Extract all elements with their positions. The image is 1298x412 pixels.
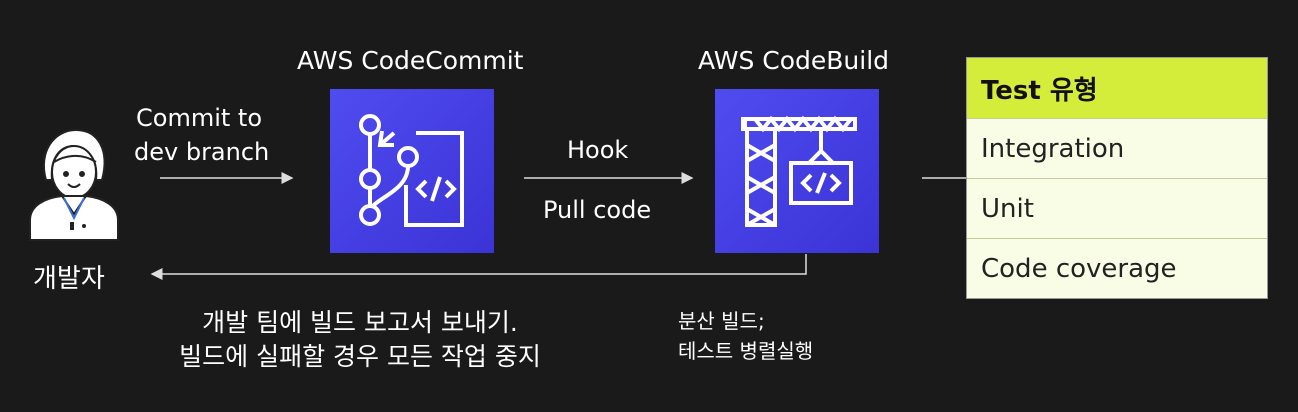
- distributed-text: 분산 빌드; 테스트 병렬실행: [678, 306, 878, 366]
- pull-code-label: Pull code: [543, 196, 652, 224]
- developer-icon: [24, 122, 124, 242]
- table-header: Test 유형: [967, 58, 1267, 118]
- test-type-table: Test 유형 Integration Unit Code coverage: [966, 57, 1268, 299]
- report-text: 개발 팀에 빌드 보고서 보내기. 빌드에 실패할 경우 모든 작업 중지: [150, 306, 570, 374]
- commit-label-line2: dev branch: [134, 138, 270, 166]
- codecommit-icon-box: [330, 89, 494, 253]
- report-arrow: [150, 254, 807, 280]
- report-line1: 개발 팀에 빌드 보고서 보내기.: [202, 308, 518, 337]
- table-row-integration: Integration: [967, 118, 1267, 178]
- hook-label: Hook: [567, 136, 629, 164]
- codebuild-icon-box: [715, 89, 879, 253]
- distributed-line2: 테스트 병렬실행: [678, 339, 814, 363]
- codebuild-icon: [741, 115, 857, 227]
- codecommit-icon: [359, 114, 464, 227]
- commit-label-line1: Commit to: [136, 104, 262, 132]
- report-line2: 빌드에 실패할 경우 모든 작업 중지: [179, 342, 541, 371]
- table-row-unit: Unit: [967, 178, 1267, 238]
- codebuild-title: AWS CodeBuild: [698, 46, 890, 75]
- developer-label: 개발자: [33, 264, 105, 294]
- codecommit-title: AWS CodeCommit: [297, 46, 524, 75]
- distributed-line1: 분산 빌드;: [678, 309, 765, 333]
- table-row-code-coverage: Code coverage: [967, 238, 1267, 298]
